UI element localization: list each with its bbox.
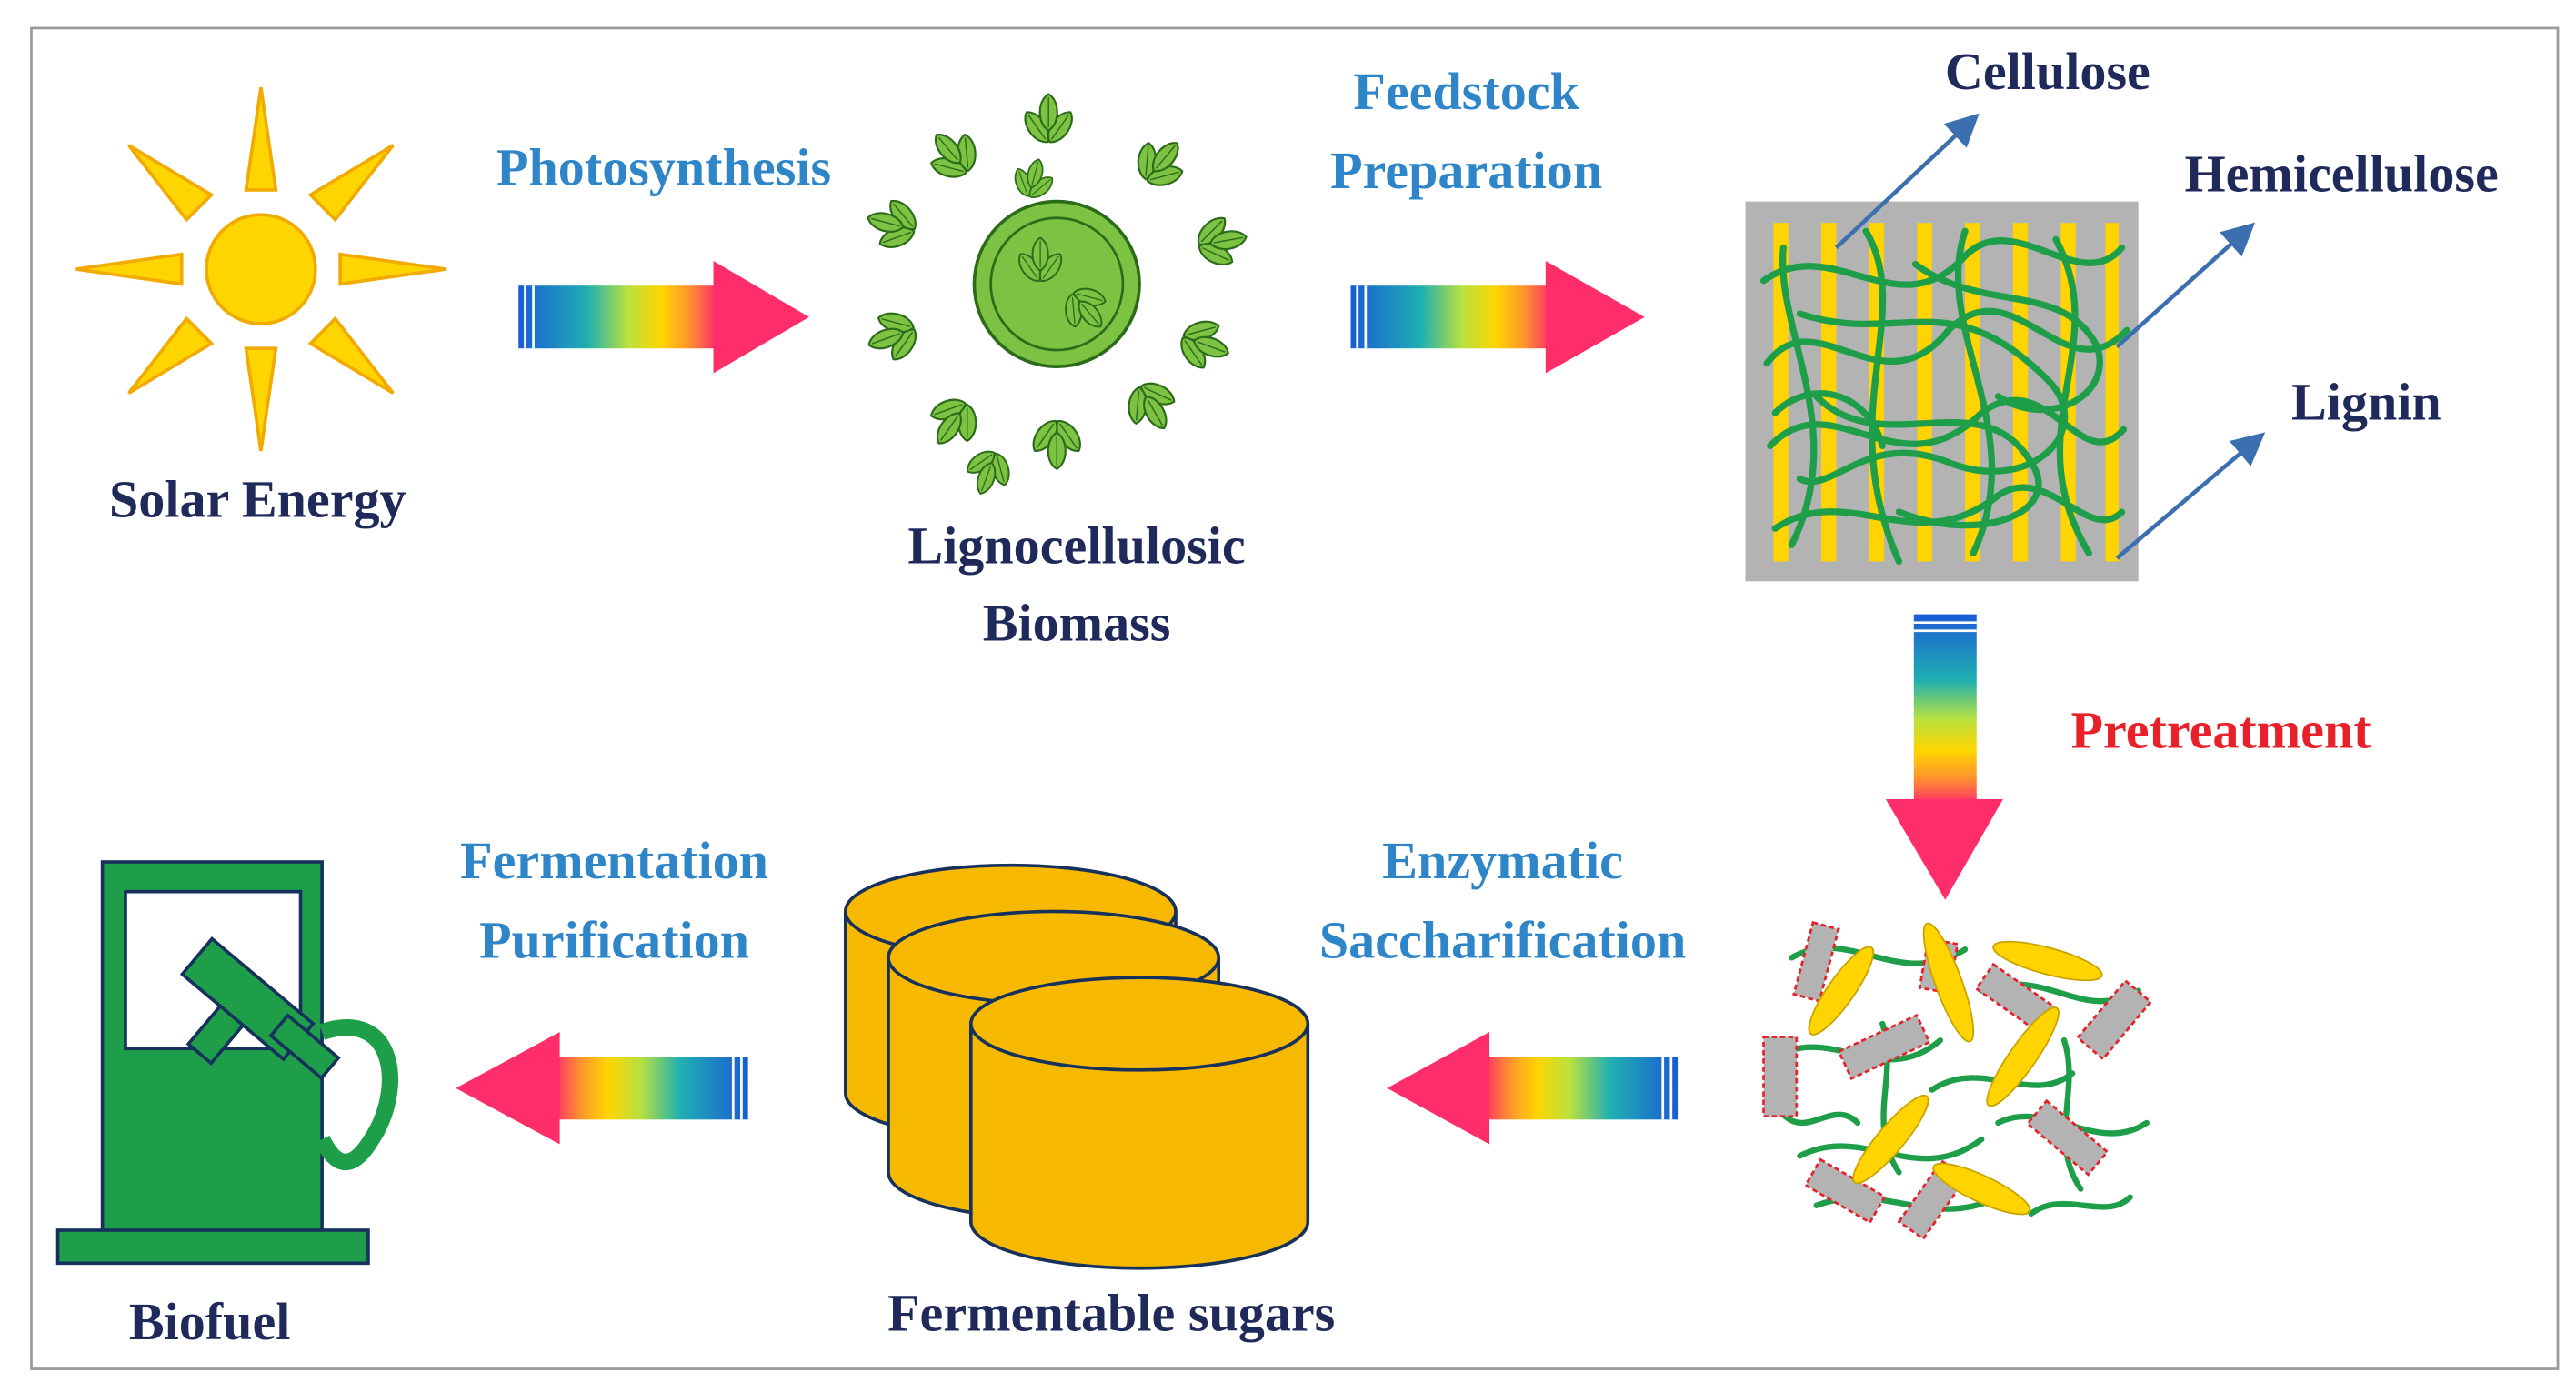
biomass-label-line1: Lignocellulosic — [907, 516, 1245, 575]
biofuel-label: Biofuel — [129, 1292, 291, 1351]
sun-icon — [75, 87, 446, 452]
fermentation-label-line1: Fermentation — [460, 831, 768, 890]
biomass-icon — [859, 95, 1251, 503]
cellulose-pointer — [1834, 113, 1980, 250]
arrow-pretreatment — [1885, 614, 2003, 900]
hemicellulose-label: Hemicellulose — [2184, 145, 2498, 204]
arrow-enzymatic-saccharification — [1387, 1032, 1679, 1145]
solar-energy-label: Solar Energy — [109, 469, 406, 528]
photosynthesis-label: Photosynthesis — [496, 137, 831, 196]
feedstock-label-line1: Feedstock — [1353, 62, 1579, 121]
arrow-photosynthesis — [518, 260, 809, 374]
feedstock-label-line2: Preparation — [1330, 141, 1602, 200]
cellulose-label: Cellulose — [1945, 42, 2150, 101]
biomass-label-line2: Biomass — [983, 594, 1171, 653]
sugar-drum-front — [969, 976, 1310, 1270]
arrow-feedstock-preparation — [1350, 260, 1645, 374]
arrow-fermentation-purification — [456, 1032, 748, 1145]
enzymatic-label-line1: Enzymatic — [1382, 831, 1623, 890]
lignin-label: Lignin — [2291, 372, 2441, 431]
lignin-pointer — [2115, 432, 2266, 560]
sugar-drums-icon — [843, 863, 1310, 1270]
fermentation-label-line2: Purification — [479, 910, 749, 969]
fermentable-sugars-label: Fermentable sugars — [887, 1284, 1335, 1343]
broken-structure-icon — [1762, 920, 2153, 1241]
fuel-pump-icon — [55, 860, 398, 1266]
lignocellulose-structure-icon — [1745, 201, 2139, 582]
hemicellulose-pointer — [2115, 222, 2256, 349]
pretreatment-label: Pretreatment — [2070, 701, 2371, 760]
enzymatic-label-line2: Saccharification — [1319, 910, 1686, 969]
